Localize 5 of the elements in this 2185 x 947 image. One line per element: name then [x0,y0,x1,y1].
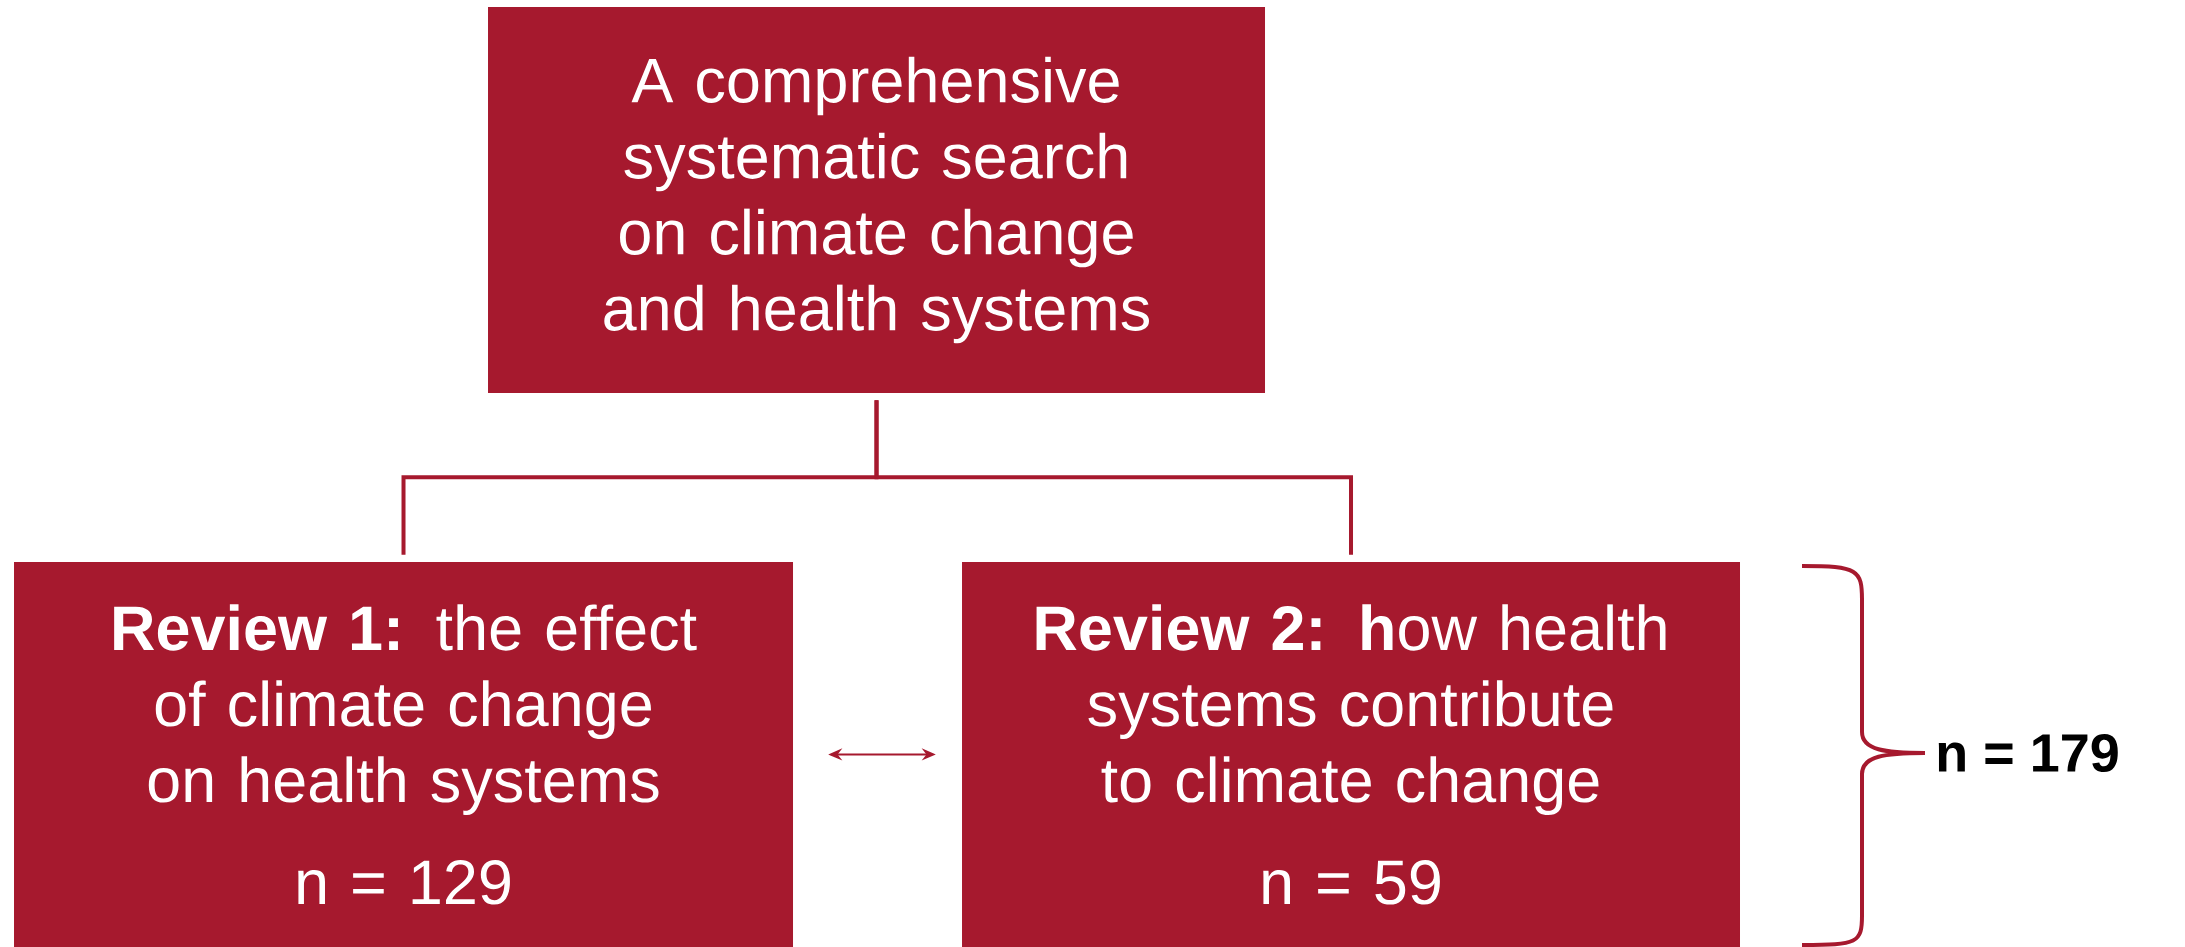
connector-line [874,400,1353,555]
total-label: n = 179 [1938,733,2118,773]
process-box: A comprehensive systematic search on climate change and health systems [488,7,1265,393]
process-box: Review 2: how health systems contribute to climate change n = 59 [962,562,1740,947]
process-box: Review 1: the effect of climate change on health systems n = 129 [14,562,793,947]
